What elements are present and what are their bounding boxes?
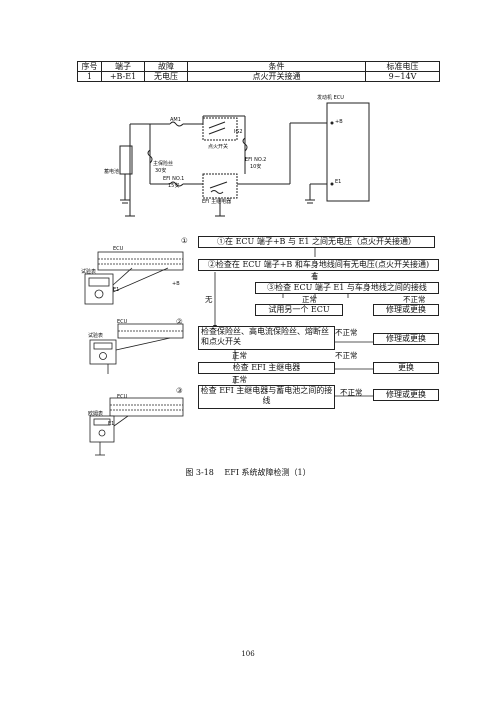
header-cell: 条件 (187, 61, 366, 72)
step3-box: ③检查 ECU 端子 E1 与车身地线之间的接线 (255, 282, 439, 294)
abnormal-label-4: 不正常 (340, 388, 363, 397)
try-ecu-box: 试用另一个 ECU (255, 304, 343, 316)
table-cell: 点火开关接通 (187, 71, 366, 82)
check-fuse-box: 检查保险丝、高电流保险丝、熔断丝和点火开关 (198, 326, 335, 350)
test2-meter-label: 试验表 (88, 333, 104, 339)
efi-no2-label: EFI NO.2 (245, 157, 267, 163)
efi-no2-rating: 10安 (250, 164, 262, 170)
table-cell: 9~14V (365, 71, 440, 82)
main-fuse-label: 主保险丝 (153, 161, 174, 167)
repair-box-3: 修理或更换 (373, 389, 439, 401)
test3-ecu-label: ECU (117, 394, 128, 400)
abnormal-label-2: 不正常 (335, 328, 358, 337)
efi-no1-label: EFI NO.1 (163, 176, 185, 182)
ecu-label: 发动机 ECU (317, 95, 344, 101)
repair-box-1: 修理或更换 (373, 304, 439, 316)
table-header-row: 序号 端子 故障 条件 标准电压 (77, 61, 440, 72)
flow-marker-3: ③ (176, 386, 183, 395)
table-cell: +B-E1 (101, 71, 145, 82)
main-fuse-rating: 30安 (155, 168, 167, 174)
test3-e1-label: E1 (108, 421, 115, 427)
e1-terminal-label: E1 (335, 179, 342, 185)
replace-box: 更换 (373, 362, 439, 374)
header-cell: 序号 (77, 61, 102, 72)
flow-marker-2: ② (176, 317, 183, 326)
header-cell: 端子 (101, 61, 145, 72)
table-row: 1 +B-E1 无电压 点火开关接通 9~14V (77, 71, 440, 82)
table-cell: 无电压 (144, 71, 188, 82)
am1-label: AM1 (170, 117, 181, 123)
normal-label-3: 正常 (232, 375, 247, 384)
flow-marker-1: ① (181, 236, 188, 245)
b-terminal-label: +B (335, 119, 343, 125)
test1-b-label: +B (172, 281, 180, 287)
table-cell: 1 (77, 71, 102, 82)
none-label: 无 (205, 295, 213, 304)
abnormal-label-1: 不正常 (403, 295, 426, 304)
yes-label: 有 (311, 272, 319, 281)
header-cell: 标准电压 (365, 61, 440, 72)
step2-box: ②检查在 ECU 端子+B 和车身地线间有无电压(点火开关接通) (198, 259, 439, 271)
check-relay-box: 检查 EFI 主继电器 (198, 362, 335, 374)
page-number: 106 (241, 650, 255, 658)
test1-ecu-label: ECU (113, 246, 124, 252)
ig2-label: IG2 (234, 129, 243, 135)
test1-meter-label: 试验表 (81, 269, 97, 275)
repair-box-2: 修理或更换 (373, 333, 439, 345)
spec-table: 序号 端子 故障 条件 标准电压 1 +B-E1 无电压 点火开关接通 9~14… (77, 61, 440, 82)
test1-e1-label: E1 (113, 287, 120, 293)
test-illustrations (84, 251, 184, 456)
efi-no1-rating: 15安 (168, 183, 180, 189)
check-wire-box: 检查 EFI 主继电器与蓄电池之间的接线 (198, 385, 335, 409)
efi-circuit-diagram (119, 102, 370, 217)
test3-meter-label: 欧姆表 (88, 411, 104, 417)
test2-ecu-label: ECU (117, 319, 128, 325)
figure-caption: 图 3-18 EFI 系统故障检测（1） (185, 468, 311, 477)
normal-label-1: 正常 (302, 295, 317, 304)
efi-relay-label: EFI 主继电器 (202, 199, 232, 205)
battery-label: 蓄电池 (104, 169, 120, 175)
step1-box: ①在 ECU 端子+B 与 E1 之间无电压（点火开关接通） (198, 236, 435, 248)
abnormal-label-3: 不正常 (335, 351, 358, 360)
normal-label-2: 正常 (232, 351, 247, 360)
ignition-switch-label: 点火开关 (208, 144, 229, 150)
header-cell: 故障 (144, 61, 188, 72)
